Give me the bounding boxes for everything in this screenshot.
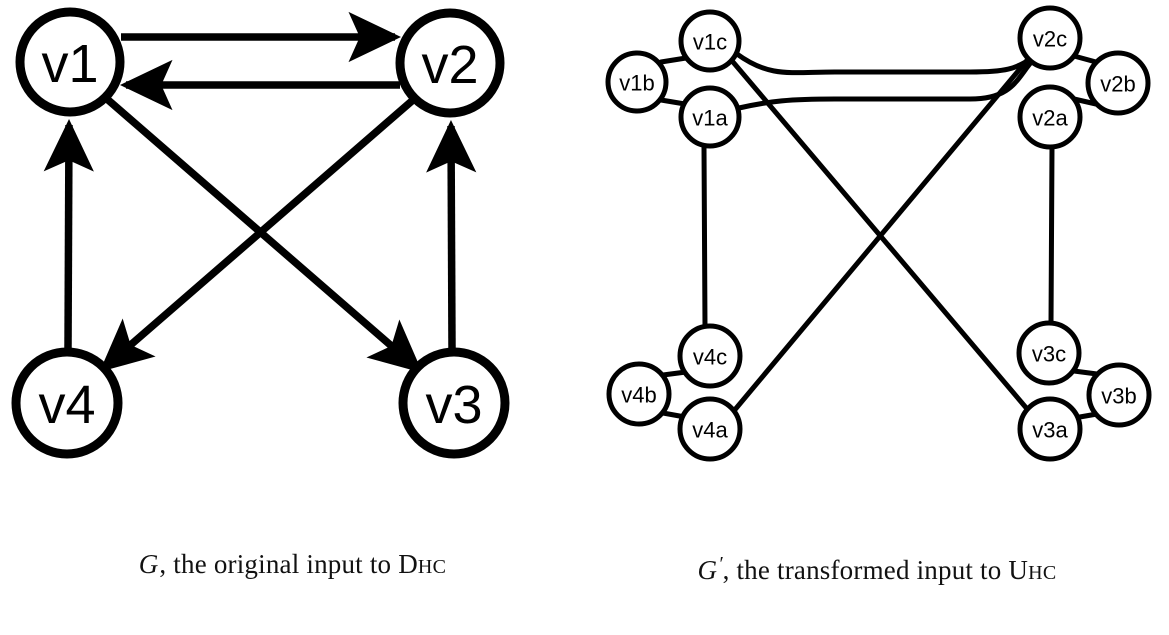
node-v4c-label: v4c bbox=[693, 345, 727, 370]
node-v1a-label: v1a bbox=[692, 106, 728, 131]
node-v3b[interactable]: v3b bbox=[1086, 362, 1152, 428]
node-v3c[interactable]: v3c bbox=[1016, 320, 1082, 386]
directed-graph-canvas: v1 v2 v3 v4 bbox=[11, 7, 510, 459]
node-v1[interactable]: v1 bbox=[15, 7, 125, 117]
node-v1c-label: v1c bbox=[693, 30, 727, 55]
caption-problem-lead: D bbox=[398, 549, 418, 579]
node-v3-label: v3 bbox=[425, 375, 482, 435]
edge-v3b-v3c bbox=[1071, 368, 1100, 377]
right-panel-undirected-graph: v1c v1b v1a v2c v2b bbox=[585, 0, 1169, 635]
node-v4c[interactable]: v4c bbox=[677, 323, 743, 389]
node-v2b-label: v2b bbox=[1100, 72, 1135, 97]
caption-prime-mark: ′ bbox=[718, 553, 723, 575]
node-v4b[interactable]: v4b bbox=[606, 361, 672, 427]
caption-symbol-G: G bbox=[138, 549, 159, 579]
node-v1a[interactable]: v1a bbox=[678, 85, 742, 149]
node-v2a[interactable]: v2a bbox=[1017, 84, 1083, 150]
node-v4-label: v4 bbox=[38, 375, 95, 435]
node-v3b-label: v3b bbox=[1101, 384, 1136, 409]
directed-edge-layer bbox=[43, 11, 477, 373]
node-v1c[interactable]: v1c bbox=[678, 9, 742, 73]
edge-v2b-v2a bbox=[1071, 96, 1099, 107]
caption-left-text: , the original input to bbox=[159, 549, 399, 579]
undirected-edge-layer bbox=[658, 51, 1100, 421]
node-v3a-label: v3a bbox=[1032, 418, 1068, 443]
node-v1b[interactable]: v1b bbox=[605, 50, 669, 114]
edge-v1a-v4c bbox=[701, 144, 708, 330]
node-v3a[interactable]: v3a bbox=[1017, 396, 1083, 462]
node-v2b[interactable]: v2b bbox=[1085, 50, 1151, 116]
edge-v1b-v1a bbox=[658, 97, 688, 107]
node-v2a-label: v2a bbox=[1032, 106, 1068, 131]
directed-node-layer: v1 v2 v3 v4 bbox=[11, 7, 510, 459]
node-v1-label: v1 bbox=[41, 34, 98, 94]
edge-v1b-v1c bbox=[658, 55, 689, 65]
edge-v2b-v2c bbox=[1071, 53, 1099, 65]
node-v4[interactable]: v4 bbox=[11, 347, 123, 459]
caption-problem-rest: HC bbox=[417, 556, 447, 578]
left-panel-caption: G, the original input to DHC bbox=[0, 545, 585, 586]
node-v4b-label: v4b bbox=[621, 383, 656, 408]
undirected-node-layer: v1c v1b v1a v2c v2b bbox=[605, 5, 1152, 462]
edge-v4-to-v1 bbox=[43, 119, 94, 349]
node-v2c-label: v2c bbox=[1033, 27, 1067, 52]
edge-v2a-v3c bbox=[1048, 144, 1055, 327]
edge-v1c-v2a bbox=[734, 51, 1036, 76]
node-v3[interactable]: v3 bbox=[398, 347, 510, 459]
caption-right-text: , the transformed input to bbox=[722, 555, 1009, 585]
caption-symbol-G-prime: G bbox=[697, 555, 718, 585]
edge-v3-to-v2 bbox=[426, 120, 477, 349]
edge-v2-to-v4 bbox=[99, 97, 416, 372]
edge-v1a-v2c bbox=[736, 57, 1036, 111]
left-panel-directed-graph: v1 v2 v3 v4 G, the original input to DHC bbox=[0, 7, 585, 586]
node-v2-label: v2 bbox=[421, 35, 478, 95]
caption-problem-rest-right: HC bbox=[1028, 562, 1057, 584]
node-v3c-label: v3c bbox=[1032, 342, 1066, 367]
node-v4a[interactable]: v4a bbox=[677, 396, 743, 462]
node-v1b-label: v1b bbox=[619, 71, 654, 96]
node-v2c[interactable]: v2c bbox=[1017, 5, 1083, 71]
node-v4a-label: v4a bbox=[692, 418, 728, 443]
right-panel-caption: G′, the transformed input to UHC bbox=[585, 545, 1169, 592]
undirected-graph-canvas: v1c v1b v1a v2c v2b bbox=[605, 5, 1152, 462]
edge-v2c-v4a bbox=[730, 55, 1032, 415]
node-v2[interactable]: v2 bbox=[395, 8, 505, 118]
caption-problem-lead-right: U bbox=[1008, 555, 1029, 585]
